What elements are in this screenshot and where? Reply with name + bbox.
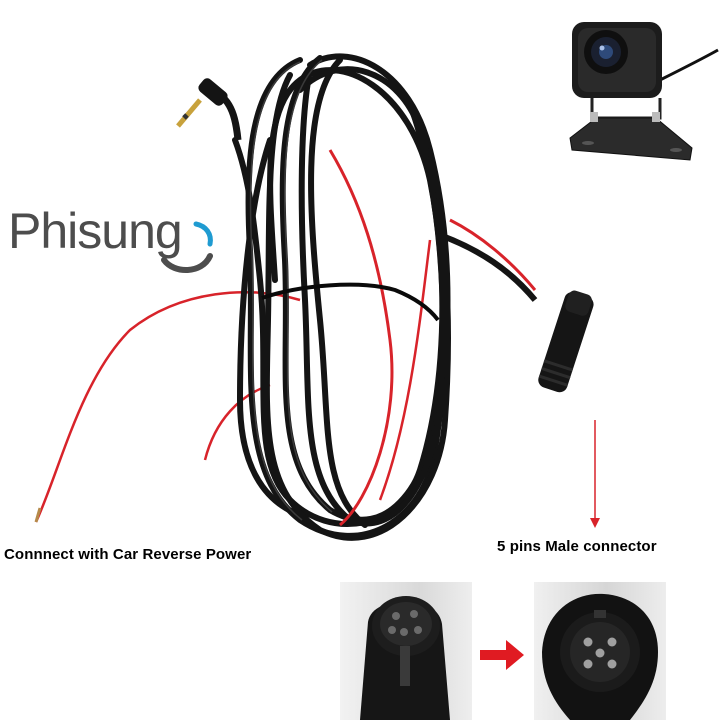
cable-coil [232,53,452,541]
down-arrow-head [590,518,600,528]
red-wire-right [449,218,537,291]
red-wire-inner-2 [378,239,432,501]
cable-to-connector [438,232,538,302]
connector-pins-photo [534,582,666,720]
caption-male-connector: 5 pins Male connector [497,538,657,555]
right-arrow-icon [480,640,524,670]
brand-logo-swoosh [161,253,213,274]
connector-face-photo [340,582,472,720]
brand-logo: Phisung [8,203,213,274]
red-wire-inner [328,149,394,527]
cable-coil-highlights [249,59,333,521]
cable-tie [261,282,440,322]
brand-logo-accent [193,221,213,247]
red-wire-tail [34,507,42,523]
jack-plug [176,78,242,141]
backup-camera [569,22,719,161]
caption-reverse-power: Connnect with Car Reverse Power [4,546,252,563]
male-connector [538,290,594,393]
brand-logo-text: Phisung [8,203,182,259]
